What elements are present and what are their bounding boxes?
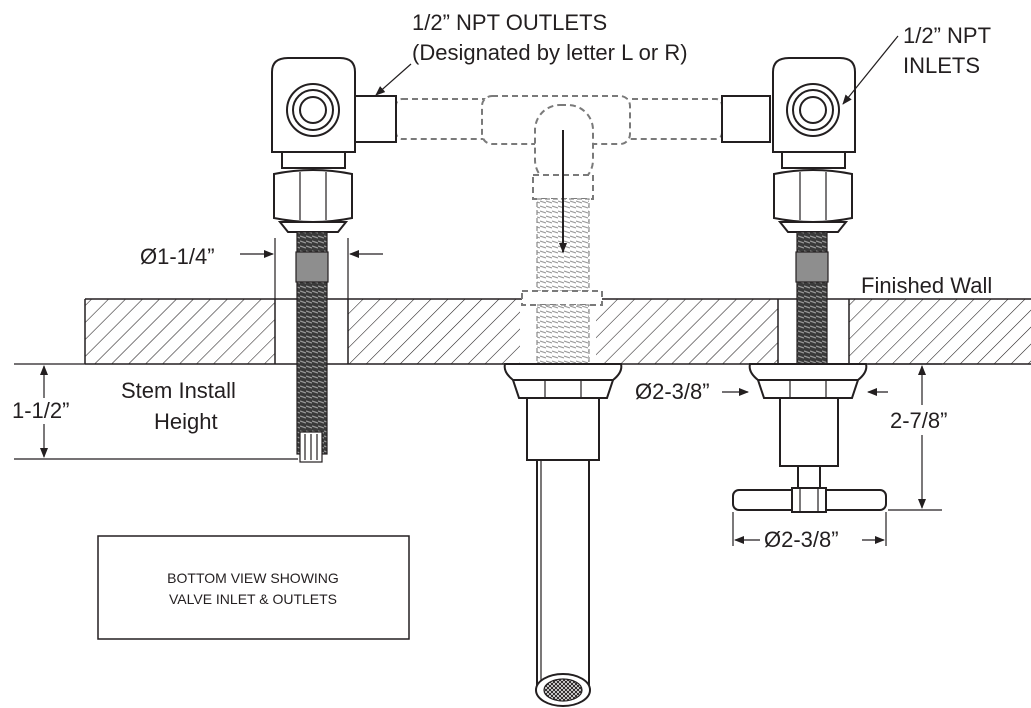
- stem-diameter-label: Ø1-1/4”: [140, 244, 215, 269]
- bottom-view-note-line1: BOTTOM VIEW SHOWING: [167, 570, 339, 586]
- stem-install-label-line2: Height: [154, 409, 218, 434]
- outlets-subtitle: (Designated by letter L or R): [412, 40, 688, 65]
- right-handle-assembly: [732, 363, 887, 513]
- center-spout: [503, 363, 623, 707]
- flange-diameter-label: Ø2-3/8”: [635, 379, 710, 404]
- hidden-tee-connector: [395, 95, 723, 366]
- bottom-view-note-line2: VALVE INLET & OUTLETS: [169, 591, 337, 607]
- outlets-title: 1/2” NPT OUTLETS: [412, 10, 607, 35]
- dimension-handle-diameter: [732, 512, 887, 546]
- stem-height-value: 1-1/2”: [12, 398, 69, 423]
- leader-lines: [375, 35, 899, 105]
- bottom-view-note-box: [97, 535, 410, 640]
- dimension-stem-diameter: [240, 238, 383, 299]
- left-valve: [271, 57, 397, 463]
- handle-height-label: 2-7/8”: [890, 408, 947, 433]
- handle-diameter-label: Ø2-3/8”: [764, 527, 839, 552]
- dimension-stem-install-height: [14, 363, 298, 460]
- finished-wall-label: Finished Wall: [861, 273, 992, 298]
- right-valve: [721, 57, 856, 365]
- inlets-label-line1: 1/2” NPT: [903, 23, 991, 48]
- inlets-label-line2: INLETS: [903, 53, 980, 78]
- stem-install-label-line1: Stem Install: [121, 378, 236, 403]
- dimension-handle-height: [868, 363, 942, 511]
